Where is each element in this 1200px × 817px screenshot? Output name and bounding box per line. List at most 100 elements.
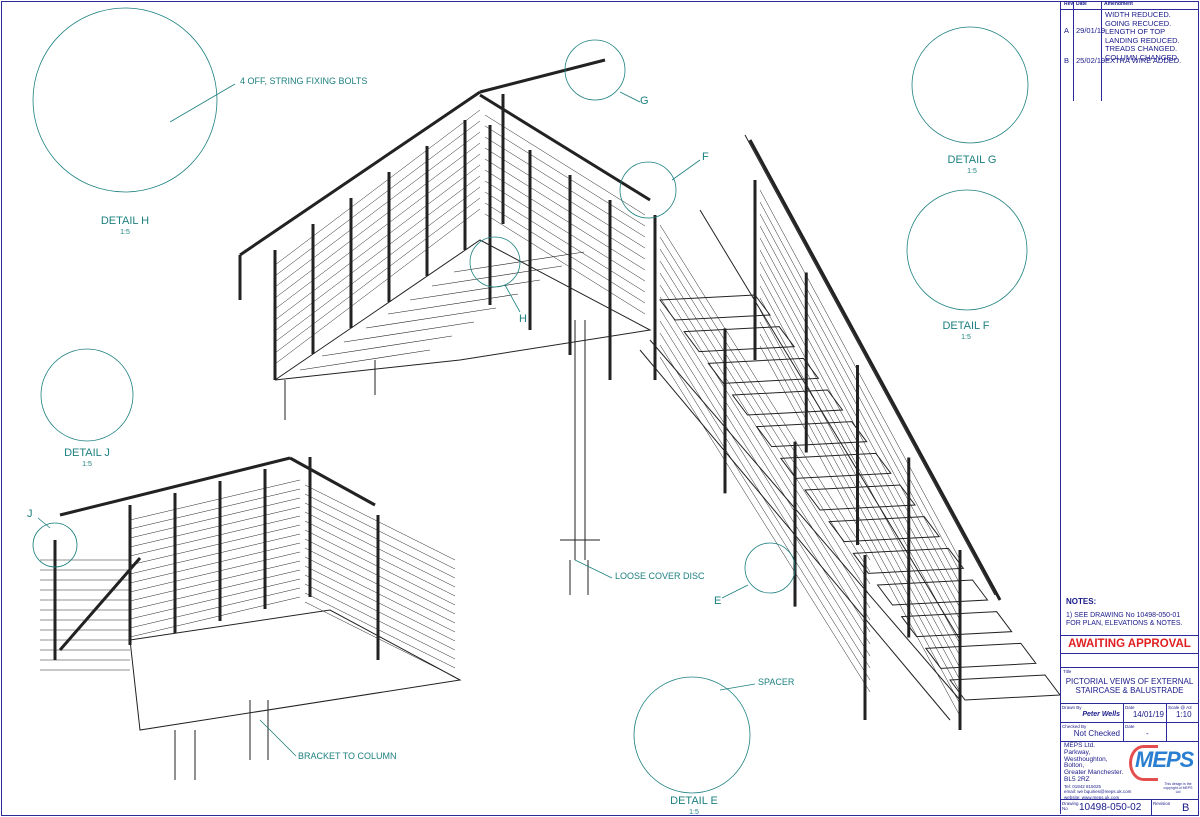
amendment-header: Amendment [1104, 1, 1133, 7]
date-label: Date [1125, 705, 1135, 710]
drawn-label: Drawn By [1062, 705, 1082, 710]
balustrade-wire [304, 529, 456, 606]
balustrade-wire [274, 120, 481, 277]
balustrade-wire [129, 497, 301, 539]
balustrade-wire [304, 520, 456, 597]
balustrade-wire [304, 565, 456, 642]
detail-h-circle [32, 7, 218, 193]
company-contact: Tel: 01942 815025 email: we bquiries@mep… [1064, 784, 1131, 800]
balustrade-wire [304, 502, 456, 579]
handrail [744, 134, 996, 596]
stair-tread [731, 389, 844, 416]
balustrade-wire [129, 542, 301, 584]
balustrade-wire [759, 285, 961, 657]
callout-g: G [640, 95, 649, 107]
landing-platform [129, 609, 462, 731]
drawing-title: Title PICTORIAL VEIWS OF EXTERNAL STAIRC… [1061, 667, 1198, 704]
landing-tread [409, 279, 541, 301]
checked-by: Not Checked [1073, 729, 1120, 738]
address-line: Bolton, [1064, 762, 1085, 770]
balustrade-wire [659, 236, 871, 573]
balustrade-wire [759, 249, 961, 621]
balustrade-wire [759, 309, 961, 681]
drawn-date: 14/01/19 [1132, 710, 1164, 719]
stair-tread [924, 642, 1037, 669]
annotation-spacer: SPACER [758, 677, 795, 687]
address-line: Greater Manchester. [1064, 769, 1124, 777]
detail-j-scale: 1:5 [82, 461, 92, 468]
balustrade-wire [659, 344, 871, 681]
balustrade-wire [129, 533, 301, 575]
landing-tread [387, 293, 519, 315]
balustrade-wire [759, 297, 961, 669]
callout-f: F [702, 151, 709, 163]
rev-id: A [1064, 26, 1070, 35]
rev-date: 29/01/19 [1076, 26, 1106, 35]
balustrade-wire [274, 197, 481, 354]
landing-tread [299, 349, 431, 371]
drawing-label: Drawing No [1062, 801, 1079, 811]
balustrade-wire [484, 125, 646, 227]
drawing-number-row: Drawing No 10498-050-02 Revision B [1061, 799, 1198, 815]
drawing-number: 10498-050-02 [1079, 802, 1142, 813]
staircase-linework [40, 58, 1060, 780]
detail-h-label: DETAIL H [101, 215, 149, 227]
rev-header: Rev [1064, 1, 1074, 7]
callout-g-circle [564, 39, 626, 101]
checked-row: Checked By Not Checked Date - [1061, 722, 1198, 741]
balustrade-wire [484, 158, 646, 260]
balustrade-wire [759, 345, 961, 717]
annotation-cover-disc: LOOSE COVER DISC [615, 571, 705, 581]
balustrade-wire [759, 225, 961, 597]
notes-heading: NOTES: [1066, 597, 1097, 606]
balustrade-wire [304, 547, 456, 624]
landing-tread [431, 265, 563, 287]
detail-f-label: DETAIL F [942, 320, 989, 332]
annotation-bracket: BRACKET TO COLUMN [298, 751, 397, 761]
balustrade-wire [484, 191, 646, 293]
handrail [748, 139, 1002, 601]
balustrade-wire [304, 592, 456, 669]
scale-value: 1:10 [1176, 710, 1192, 719]
status-badge: AWAITING APPROVAL [1061, 635, 1198, 654]
address-line: Parkway, [1064, 748, 1091, 756]
balustrade-wire [759, 321, 961, 693]
balustrade-wire [129, 479, 301, 521]
checked-date: - [1146, 729, 1149, 738]
date-header: Date [1076, 1, 1087, 7]
balustrade-wire [659, 320, 871, 657]
balustrade-wire [484, 213, 646, 315]
detail-e-label: DETAIL E [670, 795, 718, 807]
stair-tread [779, 452, 892, 479]
checked-date-label: Date [1125, 724, 1135, 729]
balustrade-wire [759, 201, 961, 573]
balustrade-wire [304, 493, 456, 570]
balustrade-wire [659, 308, 871, 645]
landing-tread [321, 335, 453, 357]
scale-label: Scale @ A3 [1168, 705, 1192, 710]
website: website: www.meps.uk.com [1064, 794, 1120, 800]
detail-g-circle [911, 26, 1029, 144]
landing-tread [453, 251, 585, 273]
annotation-bolts: 4 OFF, STRING FIXING BOLTS [240, 76, 367, 86]
balustrade-wire [759, 333, 961, 705]
detail-g-label: DETAIL G [948, 154, 997, 166]
detail-e-circle [633, 676, 751, 794]
callout-j-circle [32, 522, 78, 568]
landing-tread [365, 307, 497, 329]
title-block: Rev Date Amendment A 29/01/19 WIDTH REDU… [1060, 1, 1198, 815]
title-line-1: PICTORIAL VEIWS OF EXTERNAL [1065, 677, 1194, 686]
balustrade-wire [274, 142, 481, 299]
rev-amendment: EXTRA WIRE ADDED. [1105, 56, 1182, 65]
stair-tread [876, 579, 989, 606]
leader-lines [37, 83, 756, 757]
stair-tread [949, 674, 1060, 701]
balustrade-wire [274, 109, 481, 266]
callout-h-circle [469, 236, 521, 288]
detail-j-circle [40, 348, 134, 442]
detail-h-scale: 1:5 [120, 229, 130, 236]
detail-e-scale: 1:5 [689, 809, 699, 816]
stringer [649, 339, 961, 701]
tel: Tel: 01942 815025 [1064, 784, 1102, 789]
drawn-row: Drawn By Peter Wells Date 14/01/19 Scale… [1061, 703, 1198, 722]
